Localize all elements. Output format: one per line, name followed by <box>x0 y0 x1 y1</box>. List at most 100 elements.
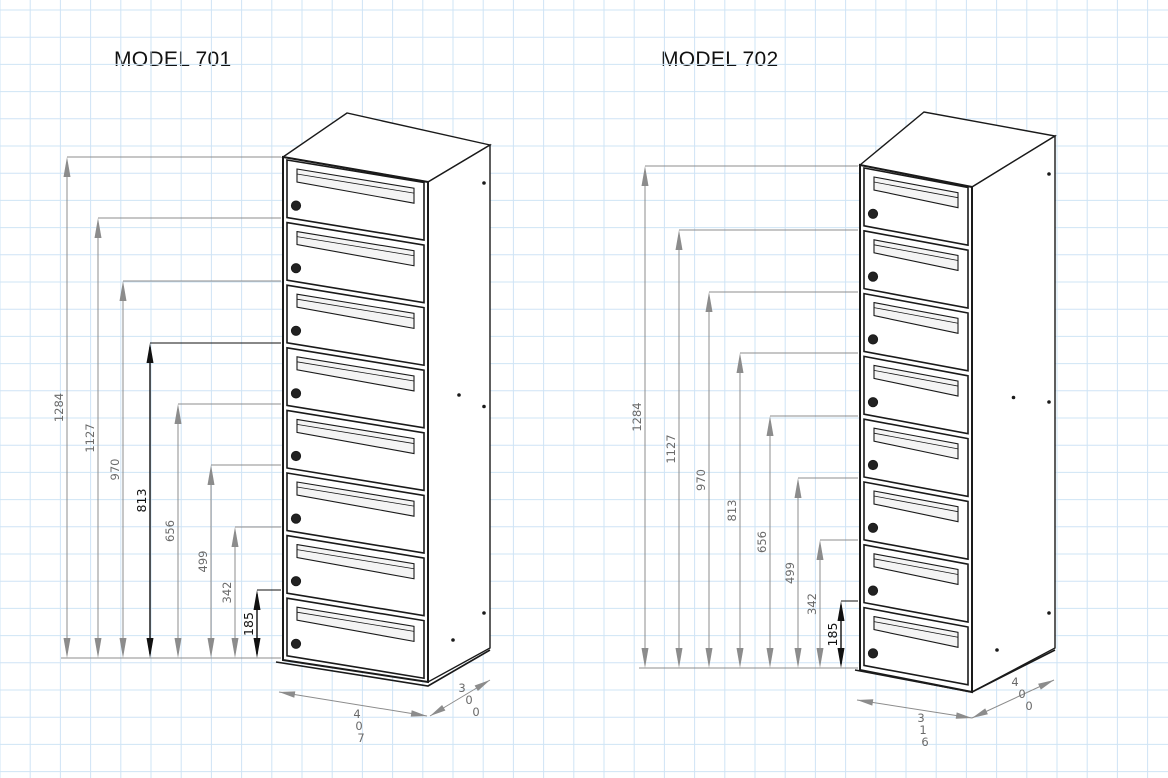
lock-icon <box>867 334 879 345</box>
dimension-1127: 1127 <box>664 229 858 668</box>
screw-dot <box>482 181 486 185</box>
lock-icon <box>867 522 879 533</box>
screw-dot <box>482 611 486 615</box>
lock-icon <box>867 585 879 596</box>
screw-dot <box>1011 395 1016 400</box>
width-dimension-line <box>278 691 428 717</box>
arrowhead-bottom <box>816 648 824 668</box>
slot-edge <box>296 611 415 632</box>
mailbox-door <box>286 409 425 492</box>
letter-slot-flap <box>873 490 959 523</box>
arrowhead-top <box>146 343 154 363</box>
width-label-digit: 4 <box>353 707 360 721</box>
model-701-title: MODEL 701 <box>114 48 232 71</box>
width-label-digit: 6 <box>921 735 928 749</box>
lock-icon <box>290 388 302 399</box>
screw-dot <box>451 638 455 642</box>
letter-slot-flap <box>296 168 415 204</box>
dimension-label: 656 <box>163 520 177 542</box>
letter-slot-flap <box>873 427 959 460</box>
letter-slot-flap <box>296 418 415 455</box>
slot-edge <box>873 370 959 387</box>
dimension-656: 656 <box>755 415 858 668</box>
arrowhead <box>430 705 446 716</box>
mailbox-door <box>286 472 425 554</box>
screw-dot <box>1047 611 1051 615</box>
lock-icon <box>867 271 879 282</box>
width-label-digit: 3 <box>917 711 924 725</box>
arrowhead <box>972 708 988 718</box>
arrowhead-bottom <box>641 648 649 668</box>
arrowhead-bottom <box>253 638 261 658</box>
dimension-label: 656 <box>755 531 769 553</box>
slot-edge <box>296 236 415 257</box>
arrowhead-bottom <box>63 638 71 658</box>
arrowhead <box>279 691 296 698</box>
slot-edge <box>873 495 959 513</box>
arrowhead-top <box>231 527 239 547</box>
arrowhead-top <box>94 218 102 238</box>
dimension-970: 970 <box>694 291 858 668</box>
arrowhead-top <box>736 353 744 373</box>
arrowhead-top <box>174 404 182 424</box>
mailbox-door <box>863 418 969 498</box>
dimension-label: 1284 <box>52 393 66 422</box>
model-702-title: MODEL 702 <box>661 48 779 71</box>
dimension-label: 970 <box>108 459 122 481</box>
mailbox-door <box>863 606 969 686</box>
width-label-digit: 7 <box>357 731 364 745</box>
letter-slot-flap <box>873 239 959 272</box>
arrowhead-bottom <box>837 648 845 668</box>
arrowhead-top <box>119 281 127 301</box>
letter-slot-flap <box>873 615 959 648</box>
dimension-label: 185 <box>825 623 840 647</box>
dimension-label: 970 <box>694 469 708 491</box>
mailbox-door <box>286 534 425 617</box>
depth-label-digit: 0 <box>1025 699 1032 713</box>
lock-icon <box>290 576 302 587</box>
letter-slot-flap <box>296 293 415 330</box>
dimension-label: 499 <box>783 562 797 584</box>
mailbox-cabinet-702 <box>854 111 1057 694</box>
screw-dot <box>482 404 486 409</box>
arrowhead-top <box>207 465 215 485</box>
slot-edge <box>296 486 415 507</box>
screw-dot <box>1047 172 1051 176</box>
slot-edge <box>873 307 959 324</box>
arrowhead-bottom <box>736 648 744 668</box>
letter-slot-flap <box>873 301 959 334</box>
dimension-label: 813 <box>725 500 739 522</box>
arrowhead <box>857 699 874 706</box>
mailbox-door <box>863 543 969 623</box>
letter-slot-flap <box>296 230 415 267</box>
arrowhead-bottom <box>119 638 127 658</box>
arrowhead-top <box>705 292 713 312</box>
arrowhead-top <box>641 166 649 186</box>
dimension-970: 970 <box>108 280 281 658</box>
arrowhead <box>474 680 490 691</box>
dimension-342: 342 <box>220 526 281 658</box>
mailbox-door <box>863 292 969 372</box>
mailbox-door <box>286 284 425 367</box>
dimension-1127: 1127 <box>83 217 281 658</box>
arrowhead-bottom <box>174 638 182 658</box>
slot-edge <box>296 361 415 382</box>
arrowhead-bottom <box>94 638 102 658</box>
arrowhead-top <box>766 416 774 436</box>
letter-slot-flap <box>296 543 415 580</box>
screw-dot <box>457 393 461 397</box>
arrowhead-bottom <box>231 638 239 658</box>
letter-slot-flap <box>873 553 959 586</box>
arrowhead-bottom <box>675 648 683 668</box>
dimension-813: 813 <box>725 352 858 668</box>
arrowhead <box>1038 680 1054 690</box>
mailbox-door <box>286 221 425 304</box>
screw-dot <box>995 648 999 652</box>
arrowhead <box>410 710 427 717</box>
dimension-185: 185 <box>241 589 281 658</box>
dimension-label: 185 <box>241 612 256 636</box>
